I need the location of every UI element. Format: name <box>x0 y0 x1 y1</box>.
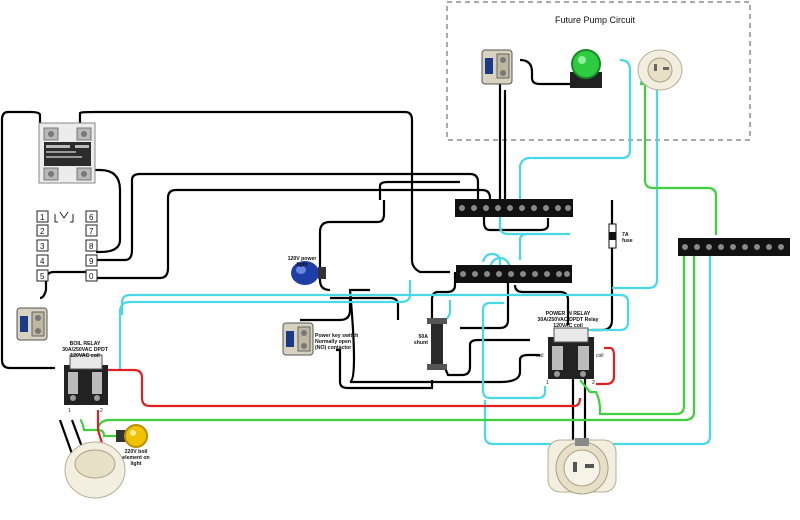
relay-left-icon <box>16 307 48 341</box>
svg-text:30A/250VAC DPDT: 30A/250VAC DPDT <box>62 347 109 353</box>
svg-text:120VAC coil: 120VAC coil <box>70 353 100 359</box>
wires-green <box>79 82 718 438</box>
boil-light-label: 220V boil element on light <box>122 449 149 467</box>
svg-text:fuse: fuse <box>622 238 633 244</box>
svg-text:7: 7 <box>89 227 94 236</box>
svg-text:50A: 50A <box>418 334 428 340</box>
svg-text:2: 2 <box>40 227 45 236</box>
svg-text:30A/250VAC DPDT Relay: 30A/250VAC DPDT Relay <box>537 317 598 323</box>
svg-text:(NO) contactor: (NO) contactor <box>315 345 351 351</box>
terminal-1: 1 <box>36 210 49 223</box>
svg-text:3: 3 <box>40 242 45 251</box>
svg-text:8: 8 <box>89 242 94 251</box>
key-switch-icon <box>282 322 314 356</box>
blue-light-icon <box>291 261 326 285</box>
svg-text:element on: element on <box>122 455 149 461</box>
svg-text:5: 5 <box>40 272 45 281</box>
terminal-7: 7 <box>85 224 98 237</box>
svg-text:light: light <box>131 461 142 467</box>
svg-text:Normally open: Normally open <box>315 339 351 345</box>
solid-state-relay-icon <box>38 122 96 184</box>
svg-text:6: 6 <box>89 213 94 222</box>
pump-relay-icon <box>481 49 513 85</box>
svg-text:1: 1 <box>40 213 45 222</box>
svg-text:220V boil: 220V boil <box>125 449 148 455</box>
svg-text:shunt: shunt <box>414 340 428 346</box>
terminal-8: 8 <box>85 239 98 252</box>
fuse-label: 7A fuse <box>622 232 633 244</box>
shunt-label: 50A shunt <box>414 334 428 346</box>
svg-text:9: 9 <box>89 257 94 266</box>
terminal-9: 9 <box>85 254 98 267</box>
wires-red <box>96 346 616 482</box>
wires-black <box>0 58 614 483</box>
shunt-icon <box>427 318 447 370</box>
terminal-2: 2 <box>36 224 49 237</box>
svg-text:120VAC coil: 120VAC coil <box>553 323 583 329</box>
future-pump-title: Future Pump Circuit <box>555 15 636 25</box>
twist-lock-outlet-top-icon <box>637 49 683 91</box>
svg-text:0: 0 <box>89 272 94 281</box>
power-in-relay-icon <box>548 327 594 379</box>
future-pump-box <box>446 1 751 141</box>
yellow-light-icon <box>116 424 148 448</box>
key-switch-label: Power key switch Normally open (NO) cont… <box>315 333 358 351</box>
svg-text:POWER IN RELAY: POWER IN RELAY <box>546 311 591 317</box>
green-light-icon <box>570 49 602 88</box>
wires-cyan <box>118 58 712 446</box>
terminal-block-top-icon <box>455 199 573 217</box>
boil-pin-one-label: 1 <box>68 408 71 414</box>
terminal-5: 5 <box>36 269 49 282</box>
light-120-label: 120V power light <box>288 256 317 268</box>
svg-text:4: 4 <box>40 257 45 266</box>
terminal-0: 0 <box>85 269 98 282</box>
svg-text:120V power: 120V power <box>288 256 317 262</box>
coil-left-label: coil <box>536 353 544 359</box>
pin-two-label: 2 <box>592 380 595 386</box>
svg-text:light: light <box>297 262 308 268</box>
twist-lock-outlet-left-icon <box>64 441 126 499</box>
boil-pin-two-label: 2 <box>100 408 103 414</box>
fuse-icon <box>608 223 617 249</box>
svg-text:BOIL RELAY: BOIL RELAY <box>70 341 101 347</box>
boil-relay-icon <box>64 354 108 405</box>
terminal-block-mid-icon <box>456 265 572 283</box>
power-in-relay-label: POWER IN RELAY 30A/250VAC DPDT Relay 120… <box>537 311 598 329</box>
twist-lock-outlet-right-icon <box>547 438 617 495</box>
ssr-terminal-map: 1 2 3 4 5 6 7 8 9 0 <box>36 210 98 282</box>
terminal-4: 4 <box>36 254 49 267</box>
terminal-block-right-icon <box>678 238 790 256</box>
terminal-3: 3 <box>36 239 49 252</box>
terminal-6: 6 <box>85 210 98 223</box>
svg-text:Power key switch: Power key switch <box>315 333 358 339</box>
svg-text:7A: 7A <box>622 232 629 238</box>
coil-right-label: coil <box>596 353 604 359</box>
boil-relay-label: BOIL RELAY 30A/250VAC DPDT 120VAC coil <box>62 341 109 359</box>
pin-one-label: 1 <box>546 380 549 386</box>
